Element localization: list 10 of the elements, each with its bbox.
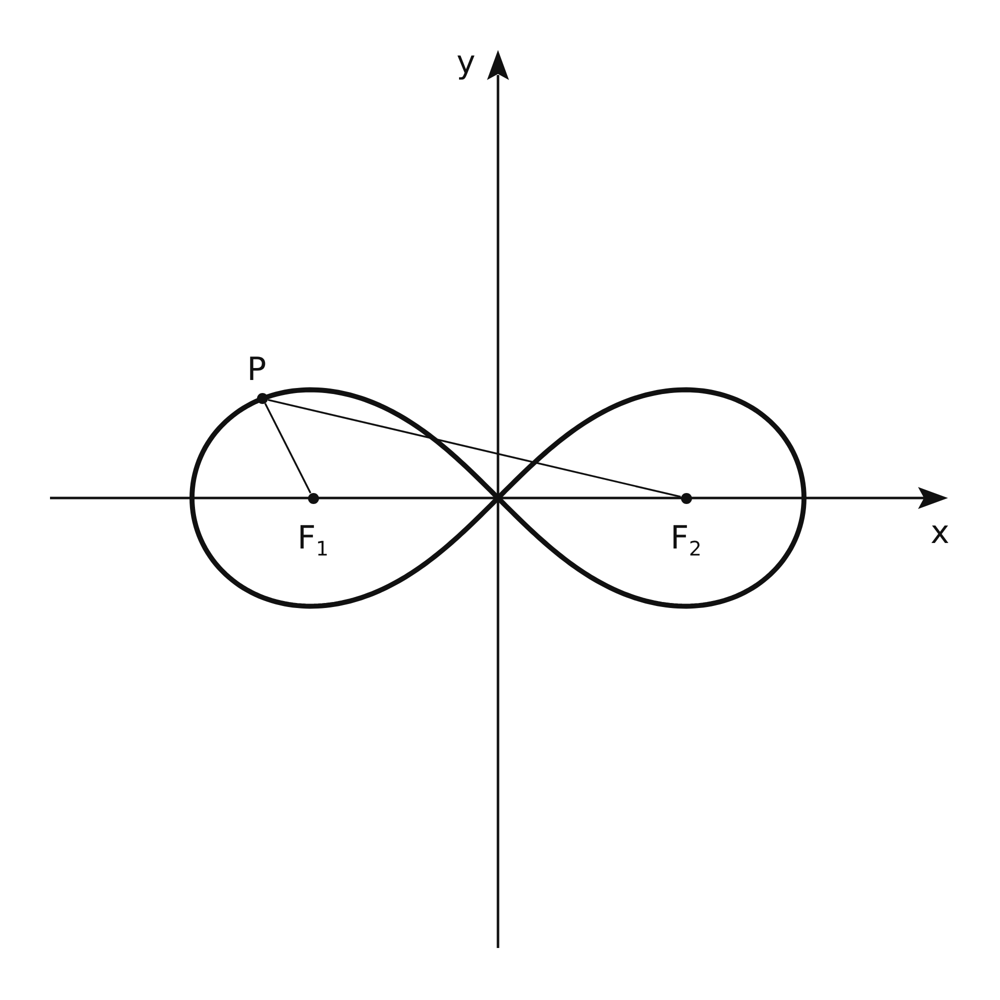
point-label: F$_{1}$ <box>297 522 329 558</box>
point-marker <box>257 393 268 404</box>
line-segment <box>264 403 312 494</box>
point-label: P <box>247 352 266 385</box>
point-label: F$_{2}$ <box>670 522 702 558</box>
axis-label: y <box>456 46 476 78</box>
point-marker <box>308 492 318 504</box>
axis-label: x <box>930 516 950 548</box>
point-marker <box>680 492 692 504</box>
line-segment <box>268 398 681 498</box>
